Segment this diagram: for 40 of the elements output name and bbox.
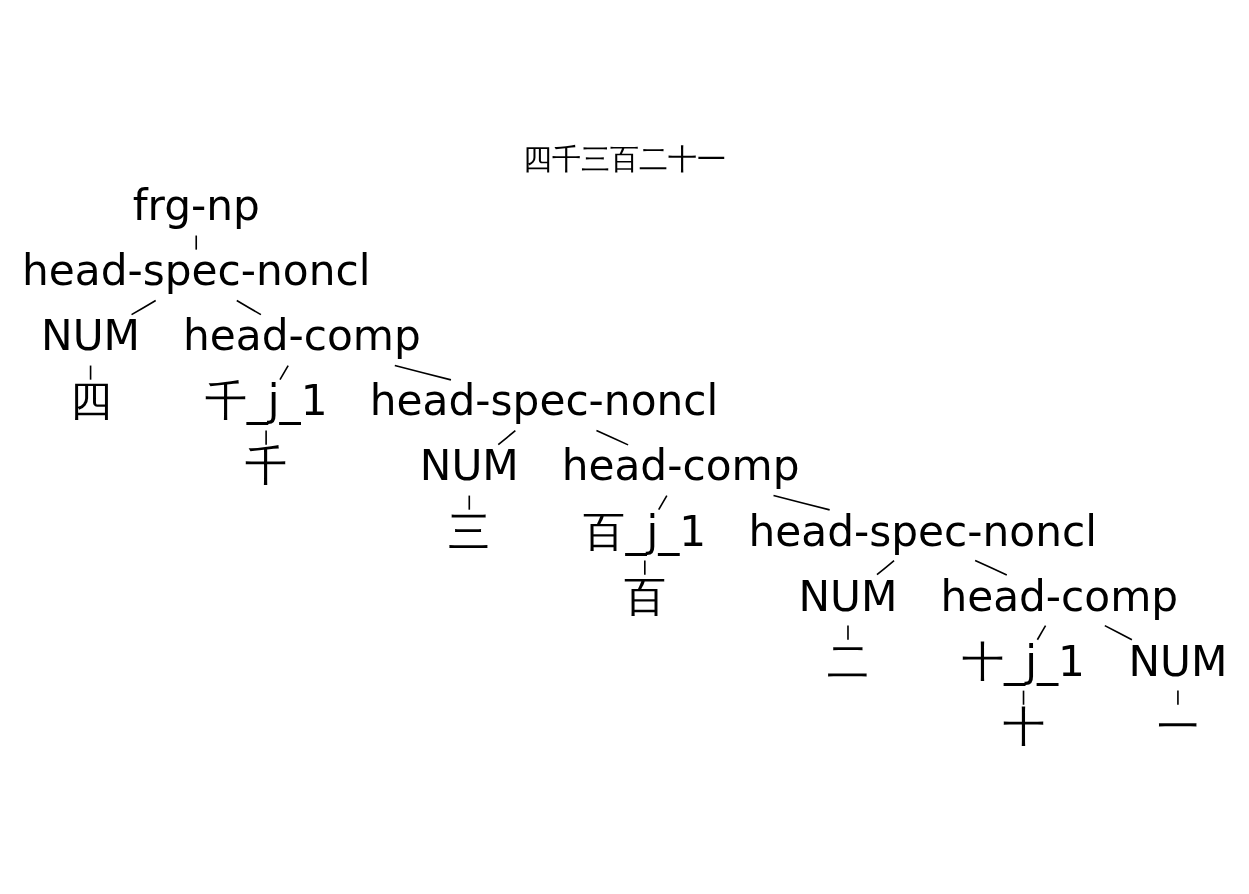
node-text: frg-np: [132, 180, 260, 230]
node-text: 百: [623, 571, 666, 621]
connector: [265, 429, 267, 445]
connector: [595, 429, 629, 446]
node-text: NUM: [41, 310, 141, 360]
connector: [195, 234, 198, 250]
node-text: 千_j_1: [204, 375, 328, 425]
connector: [1177, 689, 1179, 706]
node-text: head-spec-noncl: [22, 245, 371, 295]
node-text: 十_j_1: [962, 636, 1085, 686]
connector: [235, 299, 262, 315]
node-text: head-spec-noncl: [369, 375, 719, 425]
connector: [847, 624, 849, 641]
diagram-title: 四千三百二十一: [523, 141, 726, 176]
node-text: NUM: [1128, 636, 1228, 686]
connector: [497, 429, 517, 445]
node-text: head-spec-noncl: [748, 506, 1097, 556]
connector: [468, 494, 471, 510]
connector: [1036, 624, 1047, 641]
node-text: 四: [69, 375, 112, 425]
node-text: 千: [245, 440, 288, 490]
connector: [772, 494, 831, 511]
node-text: 十: [1002, 701, 1045, 751]
node-text: NUM: [419, 440, 519, 490]
connector: [130, 299, 157, 315]
connector: [876, 559, 895, 576]
connector: [1104, 624, 1133, 641]
node-text: head-comp: [561, 440, 800, 490]
connector: [279, 364, 289, 380]
connector: [394, 364, 452, 381]
node-text: head-comp: [182, 310, 421, 360]
node-text: 二: [826, 636, 869, 686]
connector: [974, 559, 1008, 576]
node-text: head-comp: [940, 571, 1179, 621]
node-text: 百_j_1: [583, 506, 707, 556]
node-text: 三: [448, 506, 491, 556]
node-text: 一: [1156, 701, 1199, 751]
node-text: NUM: [798, 571, 898, 621]
connector: [657, 494, 668, 510]
connector: [644, 559, 646, 576]
